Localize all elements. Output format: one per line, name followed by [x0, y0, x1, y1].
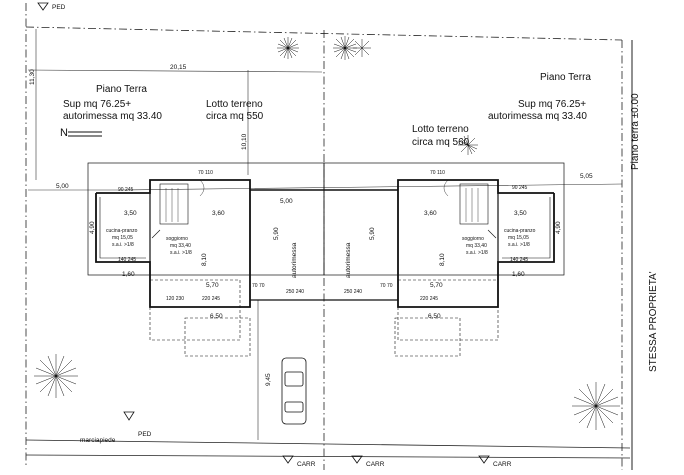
dim-1-60-left: 1,60 [122, 271, 135, 278]
left-lot-label: Lotto terreno [206, 99, 263, 110]
dim-8-10-left: 8,10 [201, 253, 208, 266]
left-lot-area: circa mq 550 [206, 111, 264, 122]
ground-level-label: Piano terra ±0.00 [630, 93, 641, 170]
plant-top-right [353, 39, 371, 57]
right-kitchen-label: cucina-pranzo [504, 228, 536, 234]
left-sup-label: Sup mq 76.25+ [63, 99, 131, 110]
plant-bottom-left [34, 354, 78, 398]
site-labels: Piano terra ±0.00 STESSA PROPRIETA' marc… [52, 4, 659, 468]
access-markers [37, 2, 490, 464]
left-garage-room: autorimessa [291, 242, 298, 278]
right-unit-labels: Piano Terra Sup mq 76.25+ autorimessa mq… [345, 72, 591, 278]
dim-5-00-mid: 5,00 [280, 198, 293, 205]
dim-4-90-left: 4,90 [89, 221, 96, 234]
right-lot-area: circa mq 560 [412, 137, 470, 148]
ped-top-label: PED [52, 4, 66, 11]
right-living-sai: s.a.i. >1/8 [466, 250, 488, 256]
dim-5-70-left: 5,70 [206, 282, 219, 289]
plants [34, 36, 620, 430]
dim-5-70-right: 5,70 [430, 282, 443, 289]
win-250-240-left: 250 240 [286, 289, 304, 295]
win-220-245-right: 220 245 [420, 296, 438, 302]
dim-20-15: 20,15 [170, 64, 187, 71]
left-garage-label: autorimessa mq 33.40 [63, 111, 162, 122]
right-living-label: soggiorno [462, 236, 484, 242]
dim-8-10-right: 8,10 [439, 253, 446, 266]
left-kitchen-label: cucina-pranzo [106, 228, 138, 234]
dim-9-45: 9,45 [265, 373, 272, 386]
dim-3-60-right: 3,60 [424, 210, 437, 217]
right-lot-label: Lotto terreno [412, 124, 469, 135]
left-living-sai: s.a.i. >1/8 [170, 250, 192, 256]
win-70-110-right: 70 110 [430, 170, 445, 176]
dim-11-30: 11,30 [29, 69, 36, 85]
dim-10-10: 10,10 [241, 133, 248, 150]
left-unit-labels: Piano Terra Sup mq 76.25+ autorimessa mq… [60, 84, 298, 278]
dim-5-05: 5,05 [580, 173, 593, 180]
plant-bottom-right [572, 382, 620, 430]
win-90-245-left: 90 245 [118, 187, 134, 193]
same-property-label: STESSA PROPRIETA' [648, 271, 659, 372]
right-kitchen-sai: s.a.i. >1/8 [508, 242, 530, 248]
sidewalk-label: marciapiede [80, 437, 116, 444]
dimension-lines [27, 29, 623, 440]
dim-3-60-left: 3,60 [212, 210, 225, 217]
win-90-245-right: 90 245 [512, 185, 528, 191]
dim-6-50-left: 6,50 [210, 313, 223, 320]
left-kitchen-mq: mq 15,05 [112, 235, 133, 241]
plant-mid-right [458, 135, 478, 155]
win-70-70-right: 70 70 [380, 283, 393, 289]
left-living-label: soggiorno [166, 236, 188, 242]
ped-bottom-label: PED [138, 431, 152, 438]
right-garage-room: autorimessa [345, 242, 352, 278]
win-70-70-left: 70 70 [252, 283, 265, 289]
win-120-230-left: 120 230 [166, 296, 184, 302]
right-garage-label: autorimessa mq 33.40 [488, 111, 587, 122]
dim-1-60-right: 1,60 [512, 271, 525, 278]
parked-car [281, 357, 307, 425]
right-living-mq: mq 33,40 [466, 243, 487, 249]
win-140-245-left: 140 245 [118, 257, 136, 263]
carr-left-label: CARR [297, 461, 316, 468]
plant-top-mid [333, 36, 357, 60]
dimension-labels: 20,15 11,30 10,10 5,00 5,00 5,05 3,50 3,… [29, 64, 593, 386]
plant-top-left [277, 37, 299, 59]
carr-right-label: CARR [493, 461, 512, 468]
right-house-walls [323, 162, 565, 357]
dim-6-50-right: 6,50 [428, 313, 441, 320]
north-arrow [68, 131, 102, 137]
dim-3-50-right: 3,50 [514, 210, 527, 217]
win-220-245-left: 220 245 [202, 296, 220, 302]
dim-5-90-left: 5,90 [273, 227, 280, 240]
north-label: N [60, 127, 68, 139]
win-140-245-right: 140 245 [510, 257, 528, 263]
right-sup-label: Sup mq 76.25+ [518, 99, 586, 110]
right-floor-label: Piano Terra [540, 72, 591, 83]
win-70-110-left: 70 110 [198, 170, 213, 176]
dim-4-90-right: 4,90 [555, 221, 562, 234]
right-kitchen-mq: mq 15,05 [508, 235, 529, 241]
win-250-240-right: 250 240 [344, 289, 362, 295]
dim-3-50-left: 3,50 [124, 210, 137, 217]
carr-mid-label: CARR [366, 461, 385, 468]
left-kitchen-sai: s.a.i. >1/8 [112, 242, 134, 248]
dim-5-90-right: 5,90 [369, 227, 376, 240]
left-floor-label: Piano Terra [96, 84, 147, 95]
dim-5-00-left: 5,00 [56, 183, 69, 190]
left-living-mq: mq 33,40 [170, 243, 191, 249]
